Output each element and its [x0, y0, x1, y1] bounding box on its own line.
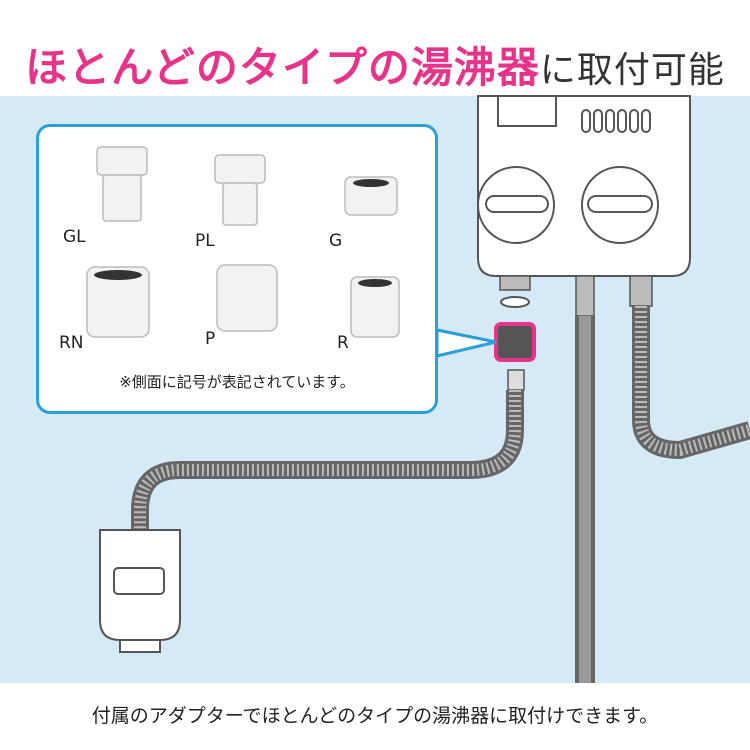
adapter-label-p: P	[205, 329, 216, 349]
headline-rest: に取付可能	[539, 50, 725, 91]
headline-highlight: ほとんどのタイプの湯沸器	[25, 43, 540, 92]
adapter-callout: GL PL G RN P R ※側面に記号が表記されています。	[36, 124, 438, 414]
caption: 付属のアダプターでほとんどのタイプの湯沸器に取付けできます。	[91, 705, 659, 727]
water-heater	[477, 95, 691, 277]
adapter-label-pl: PL	[195, 231, 215, 251]
plug	[99, 529, 181, 653]
adapter-label-gl: GL	[63, 227, 86, 247]
adapter-label-r: R	[337, 333, 349, 353]
headline: ほとんどのタイプの湯沸器に取付可能	[0, 34, 750, 95]
adapter-images	[86, 146, 400, 338]
adapter-label-g: G	[329, 231, 343, 251]
adapter-label-rn: RN	[59, 333, 84, 353]
side-marking-note: ※側面に記号が表記されています。	[119, 373, 355, 391]
